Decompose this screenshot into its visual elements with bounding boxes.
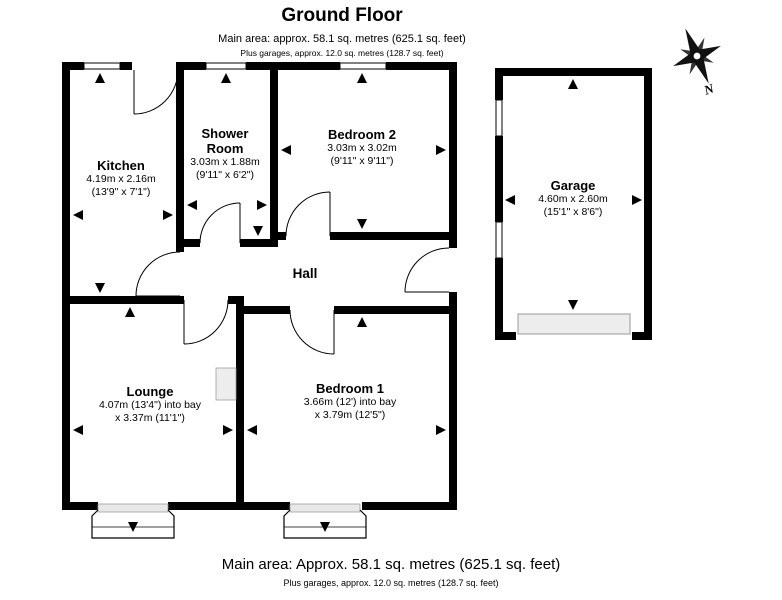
doors <box>133 69 450 355</box>
bedroom1-dims-metric: 3.66m (12') into bay <box>303 396 397 408</box>
shower-room-name: Shower Room <box>201 126 249 156</box>
shower-room-measurement-arrows <box>187 73 267 236</box>
garage-window-upper <box>495 99 503 137</box>
garage-window-lower <box>495 221 503 259</box>
entrance-door-arc <box>404 247 450 293</box>
garage-dims-imperial: (15'1" x 8'6") <box>543 206 603 218</box>
hall-name: Hall <box>292 266 318 281</box>
footer-garages: Plus garages, approx. 12.0 sq. metres (1… <box>283 578 499 588</box>
plan-subtitle-main-area: Main area: approx. 58.1 sq. metres (625.… <box>218 33 466 45</box>
main-building-outer-walls <box>62 62 457 510</box>
bedroom2-dims-imperial: (9'11" x 9'11") <box>330 155 394 167</box>
shower-room-window <box>205 62 247 70</box>
kitchen-measurement-arrows <box>73 73 173 293</box>
shower-room-door-arc <box>199 202 241 244</box>
kitchen-dims-metric: 4.19m x 2.16m <box>86 173 156 185</box>
shower-room-label: Shower Room 3.03m x 1.88m (9'11" x 6'2") <box>190 126 259 182</box>
kitchen-dims-imperial: (13'9" x 7'1") <box>91 186 151 198</box>
bedroom2-name: Bedroom 2 <box>328 127 396 142</box>
measurement-arrows <box>73 73 642 532</box>
garage-dims-metric: 4.60m x 2.60m <box>538 193 608 205</box>
lounge-dims-metric: 4.07m (13'4") into bay <box>98 399 202 411</box>
footer-main-area: Main area: Approx. 58.1 sq. metres (625.… <box>221 556 561 573</box>
garage-door <box>517 313 631 335</box>
lounge-measurement-arrows <box>73 307 233 532</box>
shower-room-dims-metric: 3.03m x 1.88m <box>190 156 260 168</box>
back-door-arc <box>133 69 179 115</box>
plan-footer: Main area: Approx. 58.1 sq. metres (625.… <box>0 556 782 588</box>
garage-name: Garage <box>550 178 596 193</box>
bedroom2-window <box>339 62 387 70</box>
bedroom1-bay-window <box>283 503 367 539</box>
plan-title: Ground Floor <box>281 5 403 26</box>
lounge-dims-imperial: x 3.37m (11'1") <box>115 412 185 424</box>
plan-header: Ground Floor Main area: approx. 58.1 sq.… <box>0 0 684 58</box>
garage-label: Garage 4.60m x 2.60m (15'1" x 8'6") <box>538 178 607 219</box>
lounge-name: Lounge <box>126 384 174 399</box>
lounge-bay-window <box>91 503 175 539</box>
chimney-breast <box>215 367 237 401</box>
lounge-label: Lounge 4.07m (13'4") into bay x 3.37m (1… <box>99 384 201 425</box>
kitchen-name: Kitchen <box>97 158 145 173</box>
bedroom2-dims-metric: 3.03m x 3.02m <box>327 142 397 154</box>
bay-windows <box>91 503 367 539</box>
main-building-interior-walls <box>62 70 457 510</box>
bedroom2-label: Bedroom 2 3.03m x 3.02m (9'11" x 9'11") <box>327 127 396 168</box>
hall-label: Hall <box>293 266 318 281</box>
kitchen-window <box>83 62 121 70</box>
north-label: N <box>701 80 716 98</box>
bedroom1-label: Bedroom 1 3.66m (12') into bay x 3.79m (… <box>304 381 396 422</box>
bedroom1-measurement-arrows <box>247 317 446 532</box>
kitchen-door-arc <box>135 251 181 297</box>
bedroom1-name: Bedroom 1 <box>316 381 384 396</box>
lounge-door-arc <box>183 299 229 345</box>
garage-measurement-arrows <box>505 79 642 310</box>
kitchen-label: Kitchen 4.19m x 2.16m (13'9" x 7'1") <box>86 158 155 199</box>
bedroom1-dims-imperial: x 3.79m (12'5") <box>314 409 386 421</box>
plan-subtitle-garages: Plus garages, approx. 12.0 sq. metres (1… <box>240 48 444 58</box>
garage-walls <box>495 68 652 340</box>
bedroom2-measurement-arrows <box>281 73 446 229</box>
bedroom2-door-arc <box>285 191 331 237</box>
bedroom1-door-arc <box>289 309 335 355</box>
shower-room-dims-imperial: (9'11" x 6'2") <box>196 169 254 181</box>
